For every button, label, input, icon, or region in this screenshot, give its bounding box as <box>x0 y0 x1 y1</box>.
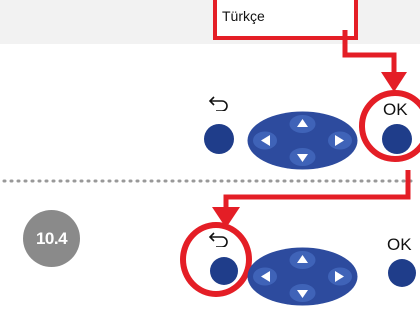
back-arrow-icon <box>208 96 228 111</box>
language-label: Türkçe <box>222 8 265 24</box>
back-highlight-circle <box>180 222 252 297</box>
left-triangle-icon <box>261 135 270 146</box>
top-panel: OK <box>170 90 420 180</box>
ok-highlight-circle <box>359 90 420 162</box>
dpad-up-button[interactable] <box>289 251 316 269</box>
dpad-down-button[interactable] <box>289 284 316 302</box>
ok-label: OK <box>387 235 412 254</box>
dpad-right-button[interactable] <box>328 267 352 286</box>
arrow-head-back <box>212 207 240 228</box>
dpad-down-button[interactable] <box>289 148 316 166</box>
ok-button[interactable] <box>388 259 416 287</box>
up-triangle-icon <box>297 119 308 127</box>
dpad-left-button[interactable] <box>253 267 277 286</box>
right-triangle-icon <box>335 135 344 146</box>
dpad-up-button[interactable] <box>289 115 316 133</box>
language-box-outline <box>213 0 358 40</box>
down-triangle-icon <box>297 154 308 162</box>
back-label <box>208 95 230 111</box>
arrow-to-ok <box>342 30 397 75</box>
dpad <box>247 247 358 306</box>
right-triangle-icon <box>335 271 344 282</box>
bottom-panel: OK <box>170 222 420 327</box>
dpad-right-button[interactable] <box>328 131 352 150</box>
arrow-head-ok <box>381 72 407 92</box>
dpad-left-button[interactable] <box>253 131 277 150</box>
left-triangle-icon <box>261 271 270 282</box>
arrow-to-back <box>223 170 411 210</box>
up-triangle-icon <box>297 255 308 263</box>
step-badge: 10.4 <box>23 210 80 267</box>
down-triangle-icon <box>297 290 308 298</box>
back-button[interactable] <box>204 124 234 154</box>
dpad <box>247 111 358 170</box>
